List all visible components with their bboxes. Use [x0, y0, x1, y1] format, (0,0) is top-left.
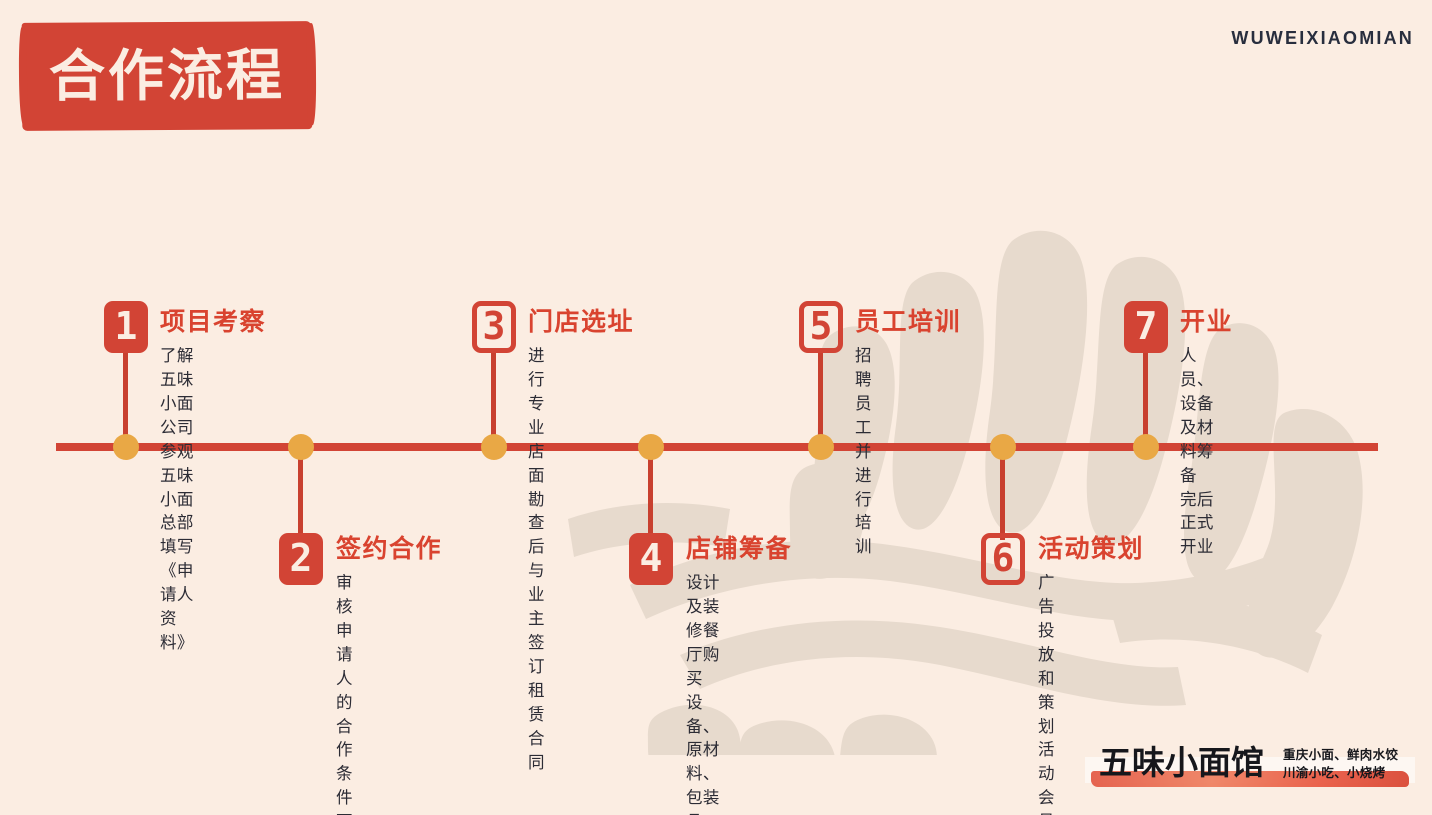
step-badge-2: 2	[279, 533, 323, 585]
logo-tagline: 重庆小面、鲜肉水饺 川渝小吃、小烧烤	[1283, 748, 1399, 781]
footer-logo: 五味小面馆 重庆小面、鲜肉水饺 川渝小吃、小烧烤	[1085, 744, 1415, 807]
step-desc-1: 了解五味小面公司参观五味 小面总部填写《申请人资料》	[160, 347, 194, 653]
brand-wordmark: WUWEIXIAOMIAN	[1231, 28, 1414, 48]
timeline-stem-5	[818, 350, 823, 445]
step-desc-3: 进行专业店面勘查后 与业主签订租赁合同	[528, 347, 545, 772]
logo-brush-stroke	[1091, 771, 1409, 787]
step-desc-6: 广告投放和策划活动 会员福利等方案成型	[1038, 574, 1055, 815]
step-title-1: 项目考察	[160, 308, 267, 336]
timeline-stem-7	[1143, 350, 1148, 445]
timeline-dot-7	[1133, 434, 1159, 460]
step-title-4: 店铺筹备	[686, 535, 793, 563]
step-badge-4: 4	[629, 533, 673, 585]
step-title-7: 开业	[1180, 308, 1234, 336]
step-title-2: 签约合作	[336, 535, 443, 563]
step-number-6: 6	[991, 536, 1015, 580]
page-title: 合作流程	[48, 43, 286, 108]
timeline-axis	[56, 443, 1378, 451]
step-badge-5: 5	[799, 301, 843, 353]
timeline-dot-5	[808, 434, 834, 460]
step-title-6: 活动策划	[1038, 535, 1145, 563]
timeline-dot-6	[990, 434, 1016, 460]
step-number-7: 7	[1134, 304, 1158, 348]
step-number-4: 4	[639, 536, 663, 580]
step-badge-3: 3	[472, 301, 516, 353]
step-desc-7: 人员、设备及材料筹备 完后正式开业	[1180, 347, 1214, 557]
step-title-5: 员工培训	[855, 308, 962, 336]
logo-name: 五味小面馆	[1099, 744, 1264, 781]
timeline-stem-1	[123, 350, 128, 445]
timeline-dot-2	[288, 434, 314, 460]
step-desc-2: 审核申请人的合作条 件面谈签订合作合同	[336, 574, 353, 815]
step-desc-5: 招聘员工并进行培训	[855, 347, 872, 557]
step-badge-1: 1	[104, 301, 148, 353]
timeline-stem-4	[648, 447, 653, 540]
step-number-3: 3	[482, 304, 506, 348]
timeline-stem-6	[1000, 447, 1005, 540]
timeline-dot-1	[113, 434, 139, 460]
step-number-1: 1	[114, 304, 138, 348]
timeline-dot-4	[638, 434, 664, 460]
timeline-dot-3	[481, 434, 507, 460]
timeline-stem-3	[491, 350, 496, 445]
step-number-5: 5	[809, 304, 833, 348]
step-badge-7: 7	[1124, 301, 1168, 353]
step-number-2: 2	[289, 536, 313, 580]
step-badge-6: 6	[981, 533, 1025, 585]
step-desc-4: 设计及装修餐厅购买 设备、原材料、包装品	[686, 574, 720, 815]
timeline-stem-2	[298, 447, 303, 540]
step-title-3: 门店选址	[528, 308, 635, 336]
page-title-banner: 合作流程	[21, 21, 313, 131]
